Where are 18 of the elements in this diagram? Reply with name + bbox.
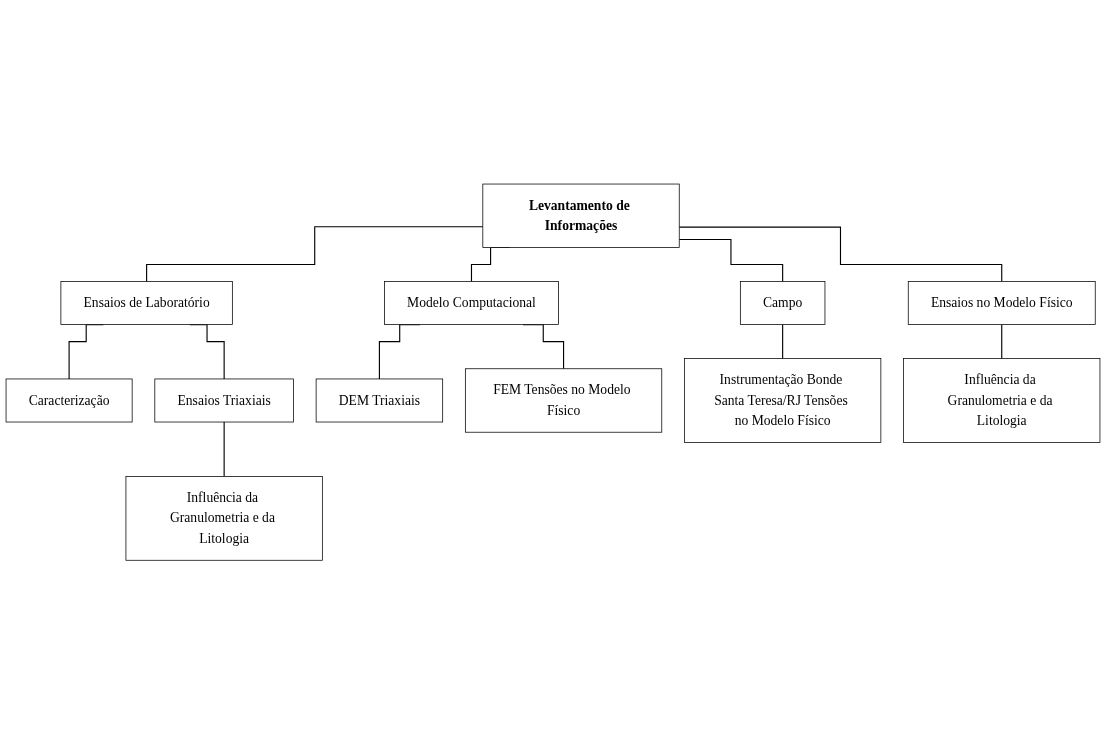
- connector: [223, 421, 225, 478]
- connector: [678, 226, 1003, 283]
- node-box: Ensaios de Laboratório: [60, 281, 233, 326]
- node-box: Influência da Granulometria e da Litologia: [903, 358, 1101, 444]
- node-box: Ensaios Triaxiais: [154, 378, 294, 423]
- node-box: Modelo Computacional: [384, 281, 559, 326]
- node-box: Caracterização: [5, 378, 133, 423]
- connector: [782, 324, 784, 360]
- connector: [1001, 324, 1003, 360]
- node-box: Instrumentação Bonde Santa Teresa/RJ Tensões no Modelo Físico: [684, 358, 882, 444]
- node-box: Levantamento de Informações: [482, 184, 680, 249]
- connector: [146, 226, 484, 283]
- node-box: DEM Triaxiais: [315, 378, 444, 423]
- node-box: Ensaios no Modelo Físico: [907, 281, 1096, 326]
- node-box: FEM Tensões no Modelo Físico: [464, 368, 663, 433]
- node-box: Influência da Granulometria e da Litologia: [125, 476, 323, 561]
- connector: [678, 239, 784, 283]
- node-box: Campo: [739, 281, 826, 326]
